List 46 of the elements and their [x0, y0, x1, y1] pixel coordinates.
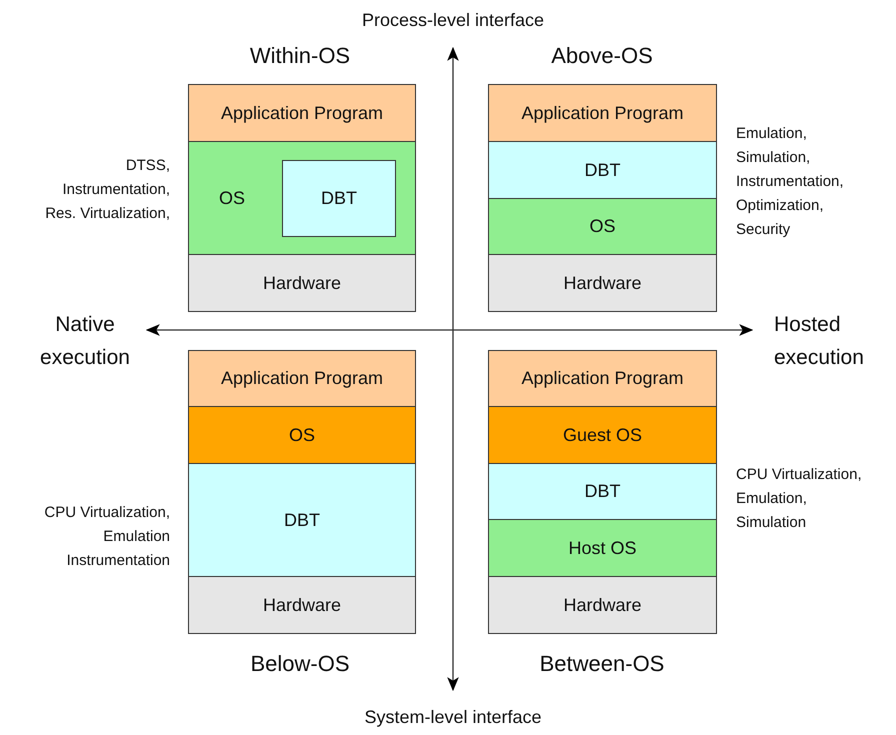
layer-box: [188, 406, 416, 464]
quadrant-title: Within-OS: [248, 42, 352, 70]
layer-box: [488, 463, 717, 520]
layer-label: OS: [288, 424, 315, 446]
quadrant-title: Below-OS: [249, 650, 351, 678]
layer-label: Application Program: [521, 368, 684, 389]
layer-label: Hardware: [262, 594, 342, 616]
layer-box: [188, 576, 416, 634]
layer-label: Host OS: [568, 538, 637, 558]
use-case-note: Emulation, Simulation, Instrumentation, Optimization, Security: [736, 124, 845, 240]
layer-box: [188, 141, 416, 255]
layer-label: Application Program: [220, 368, 384, 389]
layer-box: [488, 84, 717, 142]
use-case-note: CPU Virtualization, Emulation, Simulation: [736, 465, 863, 533]
layer-label: DBT: [584, 481, 620, 502]
layer-box: [188, 350, 416, 407]
axis-label: Hosted execution: [774, 312, 865, 371]
layer-label: Hardware: [563, 594, 642, 616]
layer-label: DBT: [284, 510, 320, 530]
axis-label: Process-level interface: [360, 9, 546, 32]
layer-label: Hardware: [563, 272, 642, 294]
layer-box: [488, 141, 717, 199]
layer-label: DBT: [321, 188, 357, 209]
layer-box: [488, 576, 717, 634]
layer-label: Hardware: [262, 272, 342, 294]
layer-box: [488, 198, 717, 255]
layer-box: [188, 463, 416, 577]
quadrant-title: Between-OS: [538, 650, 666, 678]
layer-box: [488, 519, 717, 577]
layer-box: [488, 254, 717, 312]
use-case-note: CPU Virtualization, Emulation Instrumentation: [43, 503, 170, 571]
layer-box: [488, 350, 717, 407]
layer-box: [188, 84, 416, 142]
layer-label: Application Program: [220, 102, 384, 124]
layer-box: [188, 254, 416, 312]
layer-label: OS: [589, 216, 616, 237]
layer-box: [282, 160, 396, 237]
layer-box: [488, 406, 717, 464]
use-case-note: DTSS, Instrumentation, Res. Virtualization,: [44, 156, 170, 224]
layer-label: OS: [219, 187, 246, 209]
axis-label: Native execution: [39, 312, 131, 371]
layer-label: Application Program: [521, 102, 684, 124]
layer-label: Guest OS: [562, 424, 642, 446]
axis-label: System-level interface: [363, 706, 543, 729]
quadrant-title: Above-OS: [550, 42, 654, 70]
layer-label: DBT: [584, 160, 620, 180]
